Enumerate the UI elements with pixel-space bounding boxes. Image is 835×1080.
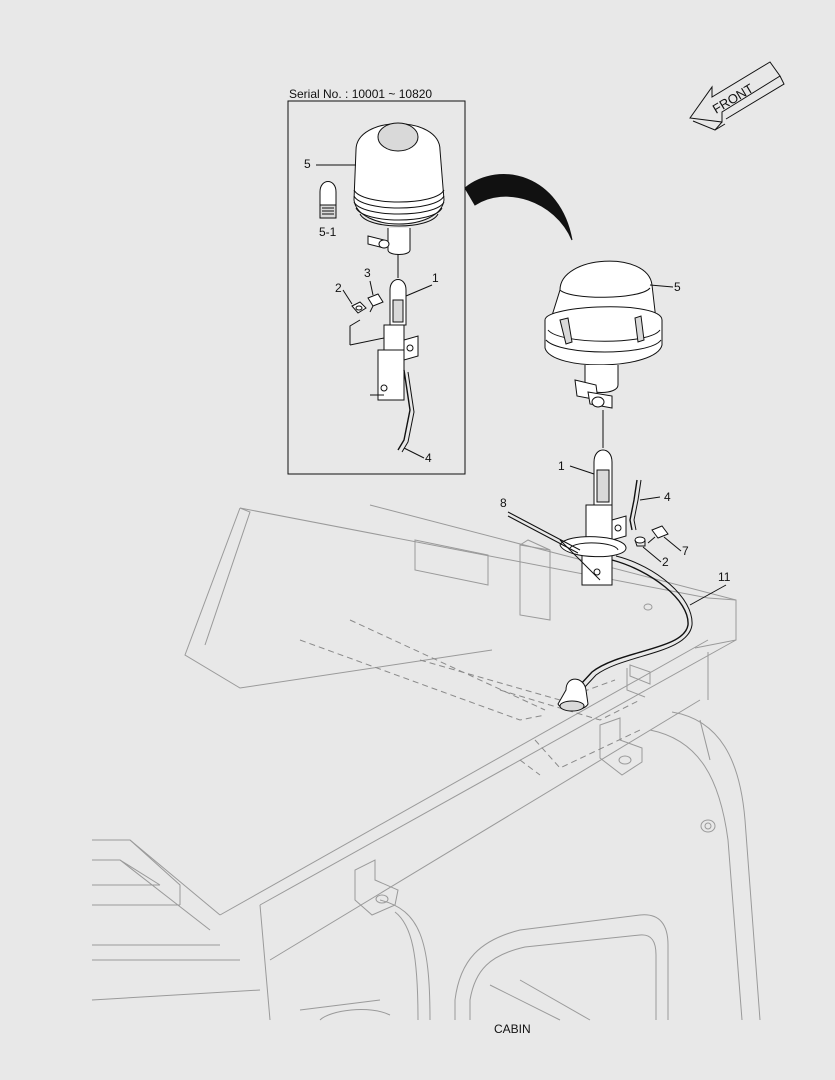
callout-inset-bolt: 3 — [364, 266, 371, 280]
detail-transfer-arrow — [464, 174, 573, 241]
main-nut-icon — [634, 536, 646, 547]
callout-main-nut: 2 — [662, 555, 669, 569]
callout-main-tube: 4 — [664, 490, 671, 504]
callout-main-harness: 11 — [718, 570, 731, 584]
callout-main-bracket: 1 — [558, 459, 565, 473]
callout-inset-beacon: 5 — [304, 157, 311, 171]
front-direction-label: FRONT — [710, 81, 756, 117]
main-bolt-icon — [647, 525, 669, 544]
callout-inset-bulb: 5-1 — [319, 225, 337, 239]
inset-nut-icon — [351, 301, 367, 314]
main-cable-tie — [507, 511, 601, 581]
inset-tube — [397, 369, 411, 451]
callout-inset-nut: 2 — [335, 281, 342, 295]
inset-mounting-bracket — [377, 279, 419, 401]
main-mounting-bracket — [559, 449, 627, 586]
inset-box — [287, 100, 466, 475]
cabin-label: CABIN — [494, 1022, 531, 1036]
inset-serial-label: Serial No. : 10001 ~ 10820 — [289, 87, 432, 101]
callout-inset-bracket: 1 — [432, 271, 439, 285]
callout-main-beacon: 5 — [674, 280, 681, 294]
inset-bolt-icon — [367, 293, 384, 313]
callout-main-cable-tie: 8 — [500, 496, 507, 510]
callout-main-bolt: 7 — [682, 544, 689, 558]
main-beacon-lamp — [544, 260, 663, 409]
main-wire-harness — [557, 555, 693, 712]
main-tube — [629, 479, 638, 531]
front-direction-arrow — [689, 61, 785, 131]
cabin-body — [91, 504, 761, 1021]
inset-bulb-icon — [319, 181, 337, 219]
callout-inset-tube: 4 — [425, 451, 432, 465]
inset-beacon-lamp — [353, 122, 445, 255]
